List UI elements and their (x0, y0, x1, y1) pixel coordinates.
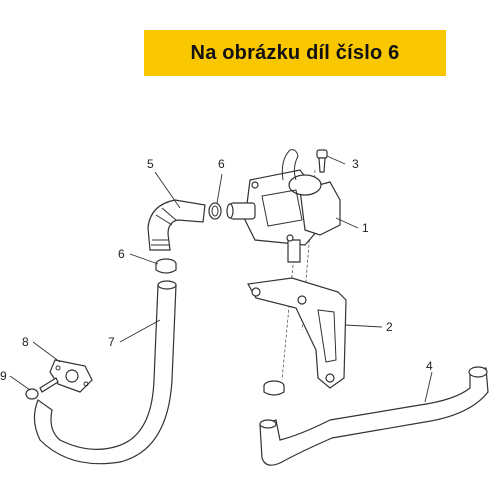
leader-line-1 (335, 217, 359, 229)
part-8-flange (49, 359, 93, 393)
part-3-screw (316, 149, 328, 173)
part-6-clamp-upper (208, 202, 222, 220)
part-6-clamp-pipe (263, 380, 285, 396)
part-7-hose (33, 280, 177, 465)
callout-4: 4 (426, 359, 433, 373)
leader-line-9 (9, 375, 31, 391)
callout-3: 3 (352, 157, 359, 171)
part-4-pipe (259, 366, 489, 466)
part-5-elbow-hose (147, 199, 206, 251)
part-9-bolt (25, 377, 59, 400)
callout-5: 5 (147, 157, 154, 171)
part-1-valve-body (226, 149, 341, 263)
callout-7: 7 (108, 335, 115, 349)
callout-6-lower: 6 (118, 247, 125, 261)
leader-line-8 (32, 341, 61, 363)
part-6-clamp-lower (155, 258, 177, 274)
leader-line-6b (129, 253, 159, 265)
banner-text: Na obrázku díl číslo 6 (190, 41, 400, 64)
leader-line-7 (119, 319, 161, 343)
callout-9: 9 (0, 369, 7, 383)
assembly-axis-line (281, 254, 295, 381)
part-2-bracket (247, 277, 347, 389)
leader-line-5 (154, 171, 181, 209)
leader-line-6a (216, 173, 223, 204)
highlight-banner: Na obrázku díl číslo 6 (144, 30, 446, 76)
leader-line-2 (344, 324, 383, 328)
callout-8: 8 (22, 335, 29, 349)
callout-2: 2 (386, 320, 393, 334)
leader-line-4 (424, 371, 433, 403)
callout-6-upper: 6 (218, 157, 225, 171)
leader-line-3 (326, 155, 346, 165)
callout-1: 1 (362, 221, 369, 235)
